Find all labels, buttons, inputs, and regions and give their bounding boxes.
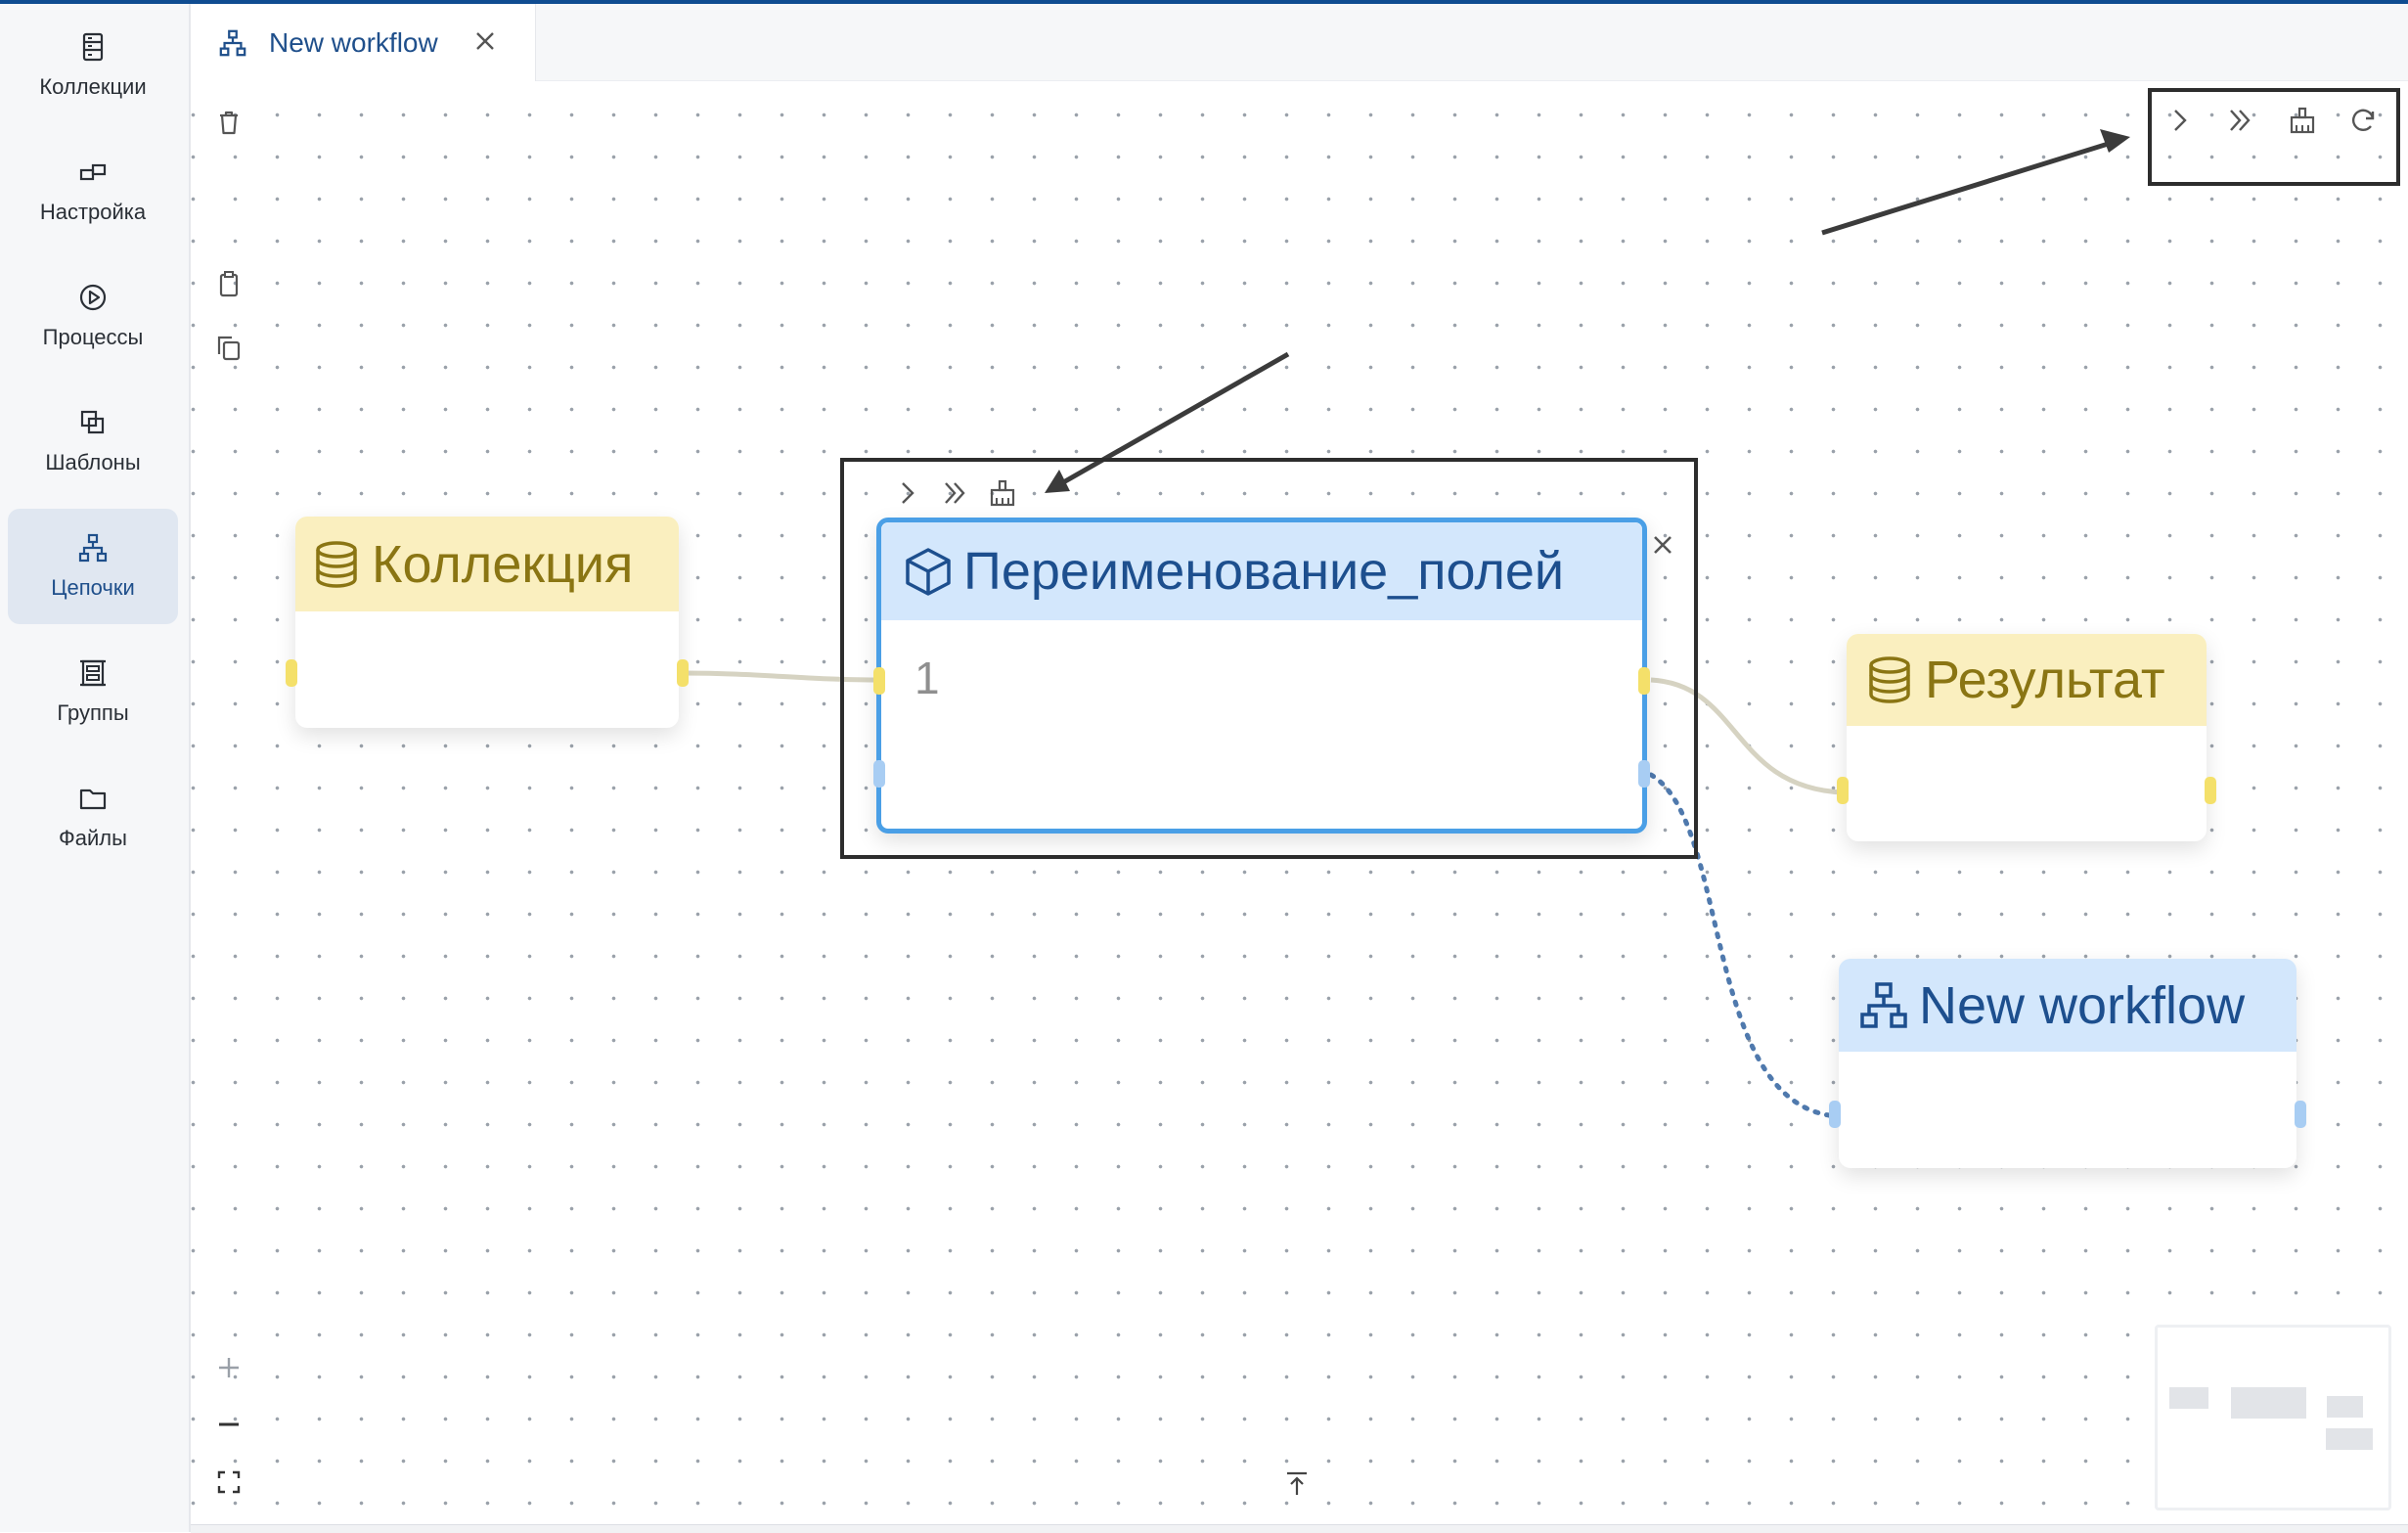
node-title: Переименование_полей: [963, 542, 1565, 601]
node-collection[interactable]: Коллекция: [286, 517, 689, 728]
sidebar-item-label: Настройка: [39, 200, 147, 224]
chains-icon: [78, 533, 108, 563]
run-all-icon[interactable]: [940, 478, 969, 508]
zoom-out-icon[interactable]: [214, 1410, 244, 1439]
refresh-icon[interactable]: [2349, 106, 2379, 135]
minimap-node: [2169, 1387, 2208, 1409]
node-rename-fields[interactable]: Переименование_полей 1: [873, 518, 1650, 834]
output-port[interactable]: [2295, 1101, 2306, 1128]
node-body-text: 1: [914, 653, 940, 703]
minimap-node: [2326, 1428, 2373, 1450]
copy-icon[interactable]: [214, 333, 244, 362]
output-port[interactable]: [677, 659, 689, 687]
output-port[interactable]: [2205, 777, 2216, 804]
sidebar-item-label: Процессы: [42, 325, 144, 349]
tab-bar: New workflow: [191, 4, 2408, 81]
node-highlight-box: [840, 458, 1698, 859]
clear-icon[interactable]: [988, 478, 1017, 508]
toolbar-highlight-box: [2148, 88, 2400, 186]
tab-label: New workflow: [269, 26, 438, 58]
minimap[interactable]: [2155, 1325, 2391, 1510]
input-port[interactable]: [873, 667, 885, 695]
files-icon: [79, 789, 107, 810]
canvas-bottom-border: [191, 1524, 2408, 1533]
node-new-workflow[interactable]: New workflow: [1829, 959, 2306, 1168]
scroll-to-top-icon[interactable]: [1282, 1468, 1312, 1498]
database-icon: [1869, 656, 1910, 703]
node-title: Результат: [1925, 651, 2165, 709]
sidebar-item-collections[interactable]: Коллекции: [8, 8, 178, 123]
delete-icon[interactable]: [214, 108, 244, 137]
processes-icon: [79, 284, 107, 311]
groups-icon: [80, 659, 106, 687]
node-title: Коллекция: [372, 534, 634, 594]
run-step-icon[interactable]: [2165, 106, 2195, 135]
sidebar-item-label: Группы: [57, 700, 129, 725]
input-port[interactable]: [1837, 777, 1849, 804]
templates-icon: [80, 410, 105, 434]
paste-icon[interactable]: [214, 269, 244, 298]
sidebar-item-settings[interactable]: Настройка: [8, 133, 178, 248]
input-port[interactable]: [1829, 1101, 1841, 1128]
close-icon[interactable]: [1648, 530, 1677, 560]
edge-rename-to-result: [1650, 677, 1844, 795]
node-header: Результат: [1847, 634, 2207, 726]
run-all-icon[interactable]: [2225, 106, 2254, 135]
node-header: Переименование_полей: [881, 522, 1642, 620]
sidebar-item-label: Файлы: [59, 826, 127, 850]
edge-rename-to-workflow: [1648, 772, 1840, 1119]
database-icon: [316, 540, 357, 588]
annotation-arrowhead-node: [1045, 470, 1070, 493]
annotation-arrowhead-toolbar: [2100, 129, 2130, 153]
input-port[interactable]: [286, 659, 297, 687]
sidebar-item-chains[interactable]: Цепочки: [8, 509, 178, 624]
close-icon[interactable]: [471, 27, 499, 55]
run-step-icon[interactable]: [893, 478, 922, 508]
sidebar-item-label: Коллекции: [39, 74, 147, 99]
workflow-icon: [219, 29, 246, 56]
fit-view-icon[interactable]: [214, 1467, 244, 1497]
minimap-node: [2327, 1396, 2363, 1418]
annotation-arrow-node: [1056, 351, 1290, 488]
clear-icon[interactable]: [2288, 106, 2317, 135]
minimap-node: [2231, 1387, 2306, 1419]
node-header: New workflow: [1839, 959, 2297, 1052]
sidebar-item-label: Шаблоны: [45, 450, 141, 474]
node-header: Коллекция: [295, 517, 679, 611]
cube-icon: [906, 548, 951, 596]
workflow-icon: [1860, 981, 1907, 1028]
zoom-in-icon[interactable]: [214, 1353, 244, 1382]
sidebar-item-processes[interactable]: Процессы: [8, 258, 178, 374]
node-title: New workflow: [1919, 975, 2246, 1035]
sidebar-item-files[interactable]: Файлы: [8, 759, 178, 875]
top-accent-line: [0, 0, 2408, 4]
edge-collection-to-rename: [681, 670, 881, 683]
sidebar-item-groups[interactable]: Группы: [8, 634, 178, 749]
annotation-arrow-toolbar: [1821, 138, 2118, 236]
node-result[interactable]: Результат: [1837, 634, 2216, 841]
output-port-secondary[interactable]: [1638, 760, 1650, 788]
sidebar-item-label: Цепочки: [51, 575, 135, 600]
sidebar-item-templates[interactable]: Шаблоны: [8, 383, 178, 499]
settings-icon: [79, 163, 107, 181]
sidebar: Коллекции Настройка Процессы Шаблоны Цеп…: [0, 4, 191, 1532]
output-port[interactable]: [1638, 667, 1650, 695]
tab-new-workflow[interactable]: New workflow: [191, 4, 536, 81]
collections-icon: [82, 32, 104, 62]
input-port-secondary[interactable]: [873, 760, 885, 788]
